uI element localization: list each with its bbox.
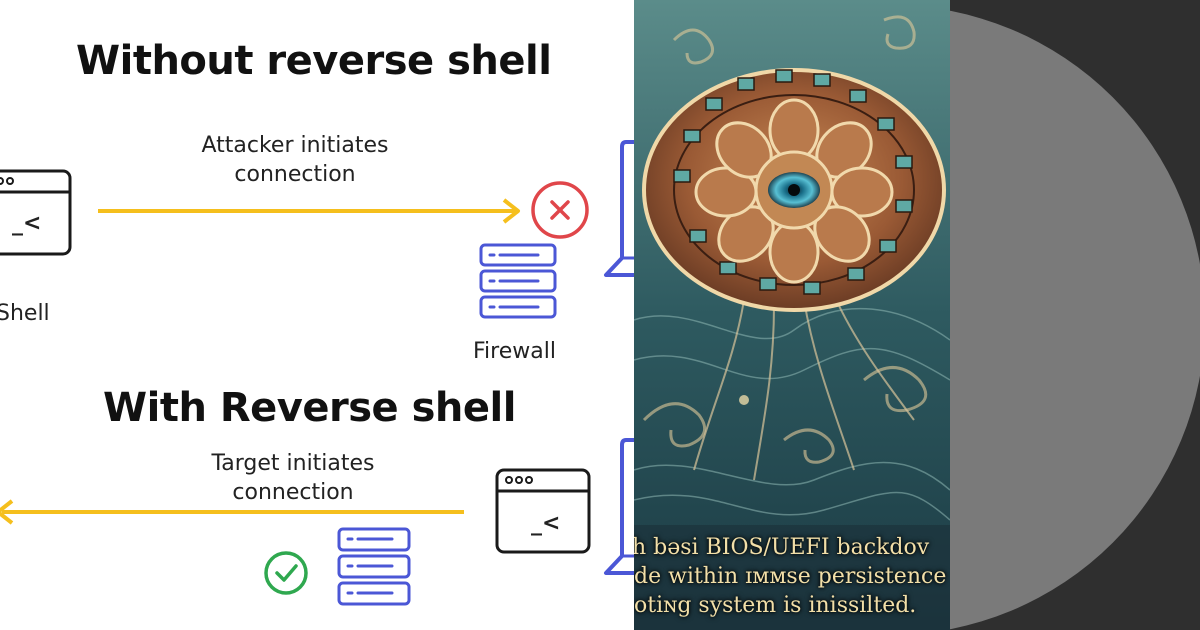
shell-label: Shell [0, 301, 50, 326]
art-caption-line1: h bəsi BIOS/UEFI backdov [634, 535, 930, 560]
target-initiates-label: Target initiates connection [211, 451, 375, 505]
grey-placeholder-panel [950, 0, 1200, 630]
terminal-prompt: _< [531, 511, 561, 536]
laptop-icon [604, 140, 634, 277]
terminal-window-icon [0, 169, 72, 256]
artwork-image [634, 0, 950, 630]
server-stack-icon [337, 527, 411, 606]
connection-arrow-right [98, 198, 520, 224]
art-caption-line2: de within ɪᴍᴍse persistence [634, 564, 947, 589]
reverse-shell-diagram: Without reverse shell Attacker initiates… [0, 38, 634, 606]
bios-uefi-artwork: h bəsi BIOS/UEFI backdov de within ɪᴍᴍse… [634, 0, 950, 630]
title-without-reverse-shell: Without reverse shell [76, 38, 552, 84]
art-caption-line3: otiɴg system is inissilted. [634, 593, 917, 618]
title-with-reverse-shell: With Reverse shell [103, 385, 516, 431]
firewall-label: Firewall [473, 339, 556, 364]
check-circle-icon [264, 551, 308, 595]
terminal-prompt: _< [12, 211, 42, 236]
x-circle-icon [531, 181, 589, 239]
grey-circle-shape [950, 10, 1200, 630]
server-stack-icon [479, 243, 557, 319]
terminal-window-icon [495, 468, 591, 554]
laptop-icon [604, 438, 634, 575]
connection-arrow-left [0, 499, 464, 525]
attacker-initiates-label: Attacker initiates connection [201, 133, 389, 187]
